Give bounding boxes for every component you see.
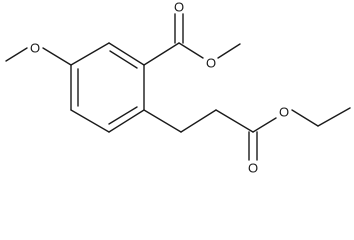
ch2-ch2-bond <box>180 109 217 133</box>
o-methyl-bond-top <box>217 43 241 59</box>
ring-bond-3 <box>108 109 145 133</box>
aryl-carbonyl-bond <box>143 42 180 66</box>
aryl-ch2-bond <box>143 109 182 133</box>
benzene-ring <box>70 42 145 133</box>
aryl-o-bond <box>42 47 72 66</box>
ethyl-propanoate-chain: O O <box>143 105 351 176</box>
methoxy-oxygen-label: O <box>30 41 40 56</box>
ester-carbonyl-oxygen-bottom-label: O <box>248 161 258 176</box>
carbonyl-ether-o-bond <box>252 117 277 133</box>
ethyl-ch3-bond <box>317 107 351 127</box>
ester-carbonyl-oxygen-top-label: O <box>174 0 184 15</box>
o-methyl-bond <box>5 47 28 62</box>
carbonyl-o-bond <box>178 42 204 59</box>
ring-double-bond-inner-2 <box>108 106 138 125</box>
o-ethyl-ch2-bond <box>291 109 319 127</box>
ring-bond-6 <box>70 42 110 66</box>
methoxy-group: O <box>5 41 72 66</box>
methyl-ester-group: O O <box>143 0 241 71</box>
ester-ether-oxygen-top-label: O <box>206 56 216 71</box>
structure-drawing: O O O O O <box>5 0 351 176</box>
ring-bond-4 <box>70 109 110 133</box>
ring-bond-1 <box>108 42 145 66</box>
molecule-canvas: O O O O O <box>5 0 351 176</box>
ester-ether-oxygen-right-label: O <box>279 105 289 120</box>
ch2-carbonyl-bond <box>215 109 254 133</box>
ring-double-bond-inner-1 <box>109 50 138 69</box>
